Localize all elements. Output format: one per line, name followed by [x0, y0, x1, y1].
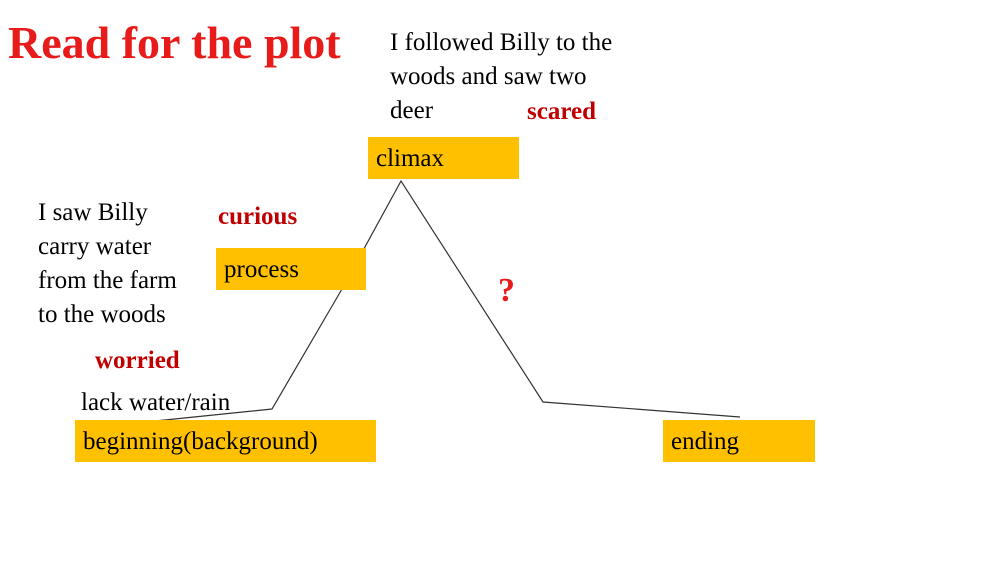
ending-feeling-question: ?	[498, 272, 515, 309]
climax-event-text: I followed Billy to the woods and saw tw…	[390, 26, 665, 128]
ending-label: ending	[671, 428, 740, 455]
process-label: process	[224, 256, 299, 283]
ending-box: ending	[663, 420, 815, 462]
process-event-line: I saw Billy	[38, 199, 148, 226]
climax-event-line: deer	[390, 97, 434, 124]
page-title: Read for the plot	[8, 17, 341, 68]
process-feeling: curious	[218, 203, 298, 230]
plot-line	[154, 179, 741, 422]
process-event-line: to the woods	[38, 301, 166, 328]
process-box: process	[216, 248, 366, 290]
climax-event-line: woods and saw two	[390, 63, 587, 90]
climax-box: climax	[368, 137, 519, 179]
process-event-text: I saw Billy carry water from the farm to…	[38, 196, 213, 332]
climax-event-line: I followed Billy to the	[390, 29, 613, 56]
process-event-line: carry water	[38, 233, 152, 260]
beginning-box: beginning(background)	[75, 420, 376, 462]
climax-label: climax	[376, 145, 445, 172]
climax-feeling: scared	[527, 98, 596, 125]
beginning-label: beginning(background)	[83, 428, 318, 455]
beginning-event-text: lack water/rain	[81, 389, 231, 416]
process-event-line: from the farm	[38, 267, 177, 294]
beginning-feeling: worried	[95, 347, 180, 374]
